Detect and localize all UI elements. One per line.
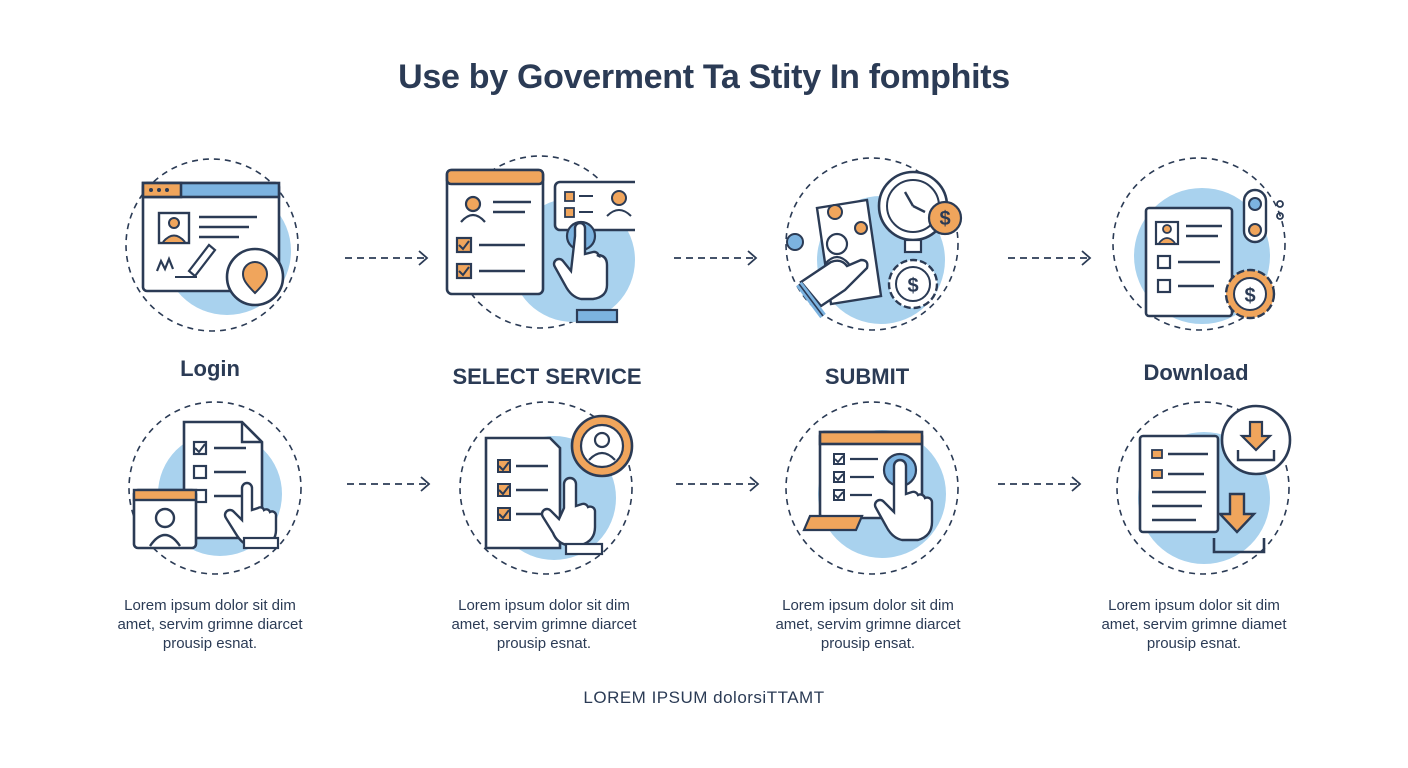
description-line: Lorem ipsum dolor sit dim [782,597,954,614]
description-line: amet, servim grimne diarcet [117,616,303,633]
description-line: prousip esnat. [1146,635,1242,652]
step-label-download: Download [1143,360,1249,385]
description-line: amet, servim grimne diarcet [775,616,961,633]
description-line: Lorem ipsum dolor sit dim [458,597,630,614]
step-label-select-service: SELECT SERVICE [452,364,642,389]
checklist-profile-icon [120,398,310,578]
footer-text: LOREM IPSUM dolorsiTTAMT [583,688,825,707]
page-title: Use by Goverment Ta Stity In fomphits [398,58,1010,96]
description-line: Lorem ipsum dolor sit dim [124,597,296,614]
description-line: amet, servim grimne diarcet [451,616,637,633]
flow-arrow [996,474,1086,494]
checklist-avatar-icon [456,398,646,578]
step-description: Lorem ipsum dolor sit dim amet, servim g… [80,596,340,653]
step-description: Lorem ipsum dolor sit dim amet, servim g… [738,596,998,653]
step-description: Lorem ipsum dolor sit dim amet, servim g… [1064,596,1324,653]
login-icon [117,153,307,333]
submit-icon: $ $ [777,152,967,332]
description-line: prousip esnat. [496,635,592,652]
document-download-icon [1108,398,1298,578]
flow-arrow [343,248,433,268]
flow-arrow [674,474,764,494]
flow-arrow [345,474,435,494]
svg-text:$: $ [907,275,918,297]
step-label-login: Login [180,356,240,381]
description-line: prousip ensat. [820,635,916,652]
select-service-icon [445,150,635,330]
svg-text:$: $ [1244,285,1255,307]
flow-arrow [672,248,762,268]
description-line: prousip esnat. [162,635,258,652]
description-line: amet, servim grimne diamet [1101,616,1287,633]
screen-tap-icon [782,398,972,578]
step-description: Lorem ipsum dolor sit dim amet, servim g… [414,596,674,653]
description-line: Lorem ipsum dolor sit dim [1108,597,1280,614]
flow-arrow [1006,248,1096,268]
svg-text:$: $ [939,208,950,230]
download-icon: $ [1104,152,1294,332]
step-label-submit: SUBMIT [824,364,910,389]
